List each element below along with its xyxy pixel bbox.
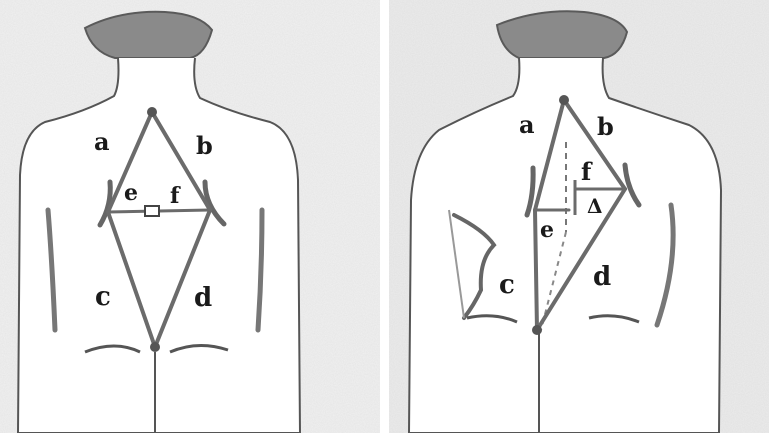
right-bottom-point [532, 325, 542, 335]
left-label-f: f [170, 183, 181, 209]
right-label-e: e [540, 217, 554, 243]
left-panel: a b e f c d [0, 0, 380, 433]
left-midpoint-marker [145, 206, 159, 216]
left-label-c: c [95, 282, 111, 312]
right-top-point [559, 95, 569, 105]
left-torso-diagram: a b e f c d [0, 0, 380, 433]
left-label-e: e [124, 180, 138, 206]
right-label-a: a [519, 110, 535, 139]
left-bottom-point [150, 342, 160, 352]
left-label-d: d [194, 283, 212, 313]
right-label-d: d [593, 262, 611, 292]
right-segment-c [535, 210, 537, 330]
right-panel: a b f Δ e c d [389, 0, 769, 433]
right-label-c: c [499, 270, 515, 300]
left-top-point [147, 107, 157, 117]
right-label-b: b [597, 112, 614, 141]
right-torso-diagram: a b f Δ e c d [389, 0, 769, 433]
right-label-delta: Δ [587, 194, 603, 218]
left-label-b: b [196, 131, 213, 160]
right-label-f: f [581, 157, 593, 186]
left-label-a: a [94, 127, 110, 156]
right-hair [497, 11, 627, 58]
